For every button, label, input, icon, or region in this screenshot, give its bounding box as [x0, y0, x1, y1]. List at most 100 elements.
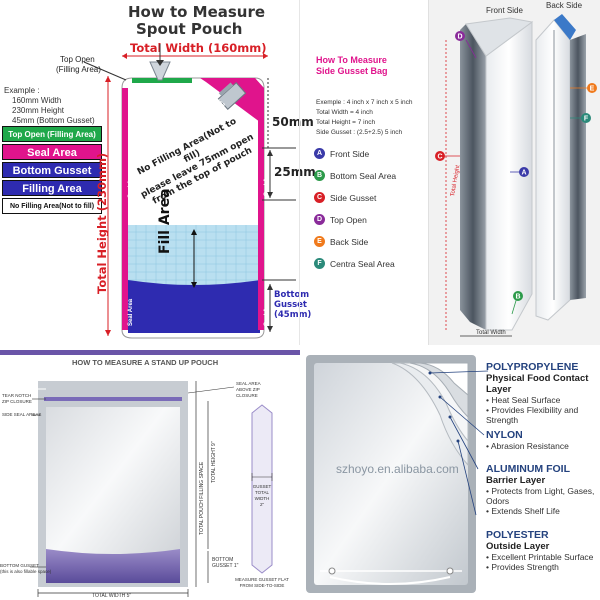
- seal-area-label: Seal Area: [264, 298, 270, 326]
- su-gusset-left-line: (this is also fillable space): [0, 569, 52, 574]
- svg-text:B: B: [515, 294, 520, 301]
- layer-bullet-text: Protects from Light, Gases, Odors: [486, 486, 595, 506]
- spout-title-line2: Spout Pouch: [136, 20, 243, 38]
- stand-up-panel: HOW TO MEASURE A STAND UP POUCH: [0, 345, 300, 600]
- seal-area-label: Seal Area: [264, 168, 270, 196]
- spout-example: Example : 160mm Width 230mm Height 45mm …: [4, 86, 95, 126]
- layer-title: POLYPROPYLENE: [486, 361, 579, 373]
- legend-seal-area: Seal Area: [2, 144, 102, 160]
- side-gusset-example: Exemple : 4 inch x 7 inch x 5 inch Total…: [316, 98, 412, 138]
- layer-title: ALUMINUM FOIL: [486, 463, 570, 475]
- sg-example-line: Total Height = 7 inch: [316, 119, 376, 126]
- svg-text:E: E: [590, 86, 595, 93]
- spout-total-width: Total Width (160mm): [130, 41, 267, 55]
- su-gusset-width-line: TOTAL: [254, 490, 270, 495]
- sg-legend-back-side: E Back Side: [314, 236, 368, 247]
- legend-filling-area: Filling Area: [2, 180, 102, 196]
- sg-example-line: Exemple : 4 inch x 7 inch x 5 inch: [316, 99, 413, 106]
- su-side-seal: SIDE SEAL AREAS: [2, 412, 42, 417]
- su-bottom-gusset-left: BOTTOM GUSSET (this is also fillable spa…: [0, 563, 51, 575]
- badge-b: B: [314, 170, 325, 181]
- legend-bottom-gusset: Bottom Gusset: [2, 162, 102, 178]
- su-seal-above-line: CLOSURE: [236, 393, 258, 398]
- su-gusset-flat-line: FROM SIDE-TO-SIDE: [239, 583, 285, 588]
- gusset-label-line: (45mm): [274, 310, 312, 320]
- sg-total-width: Total Width: [476, 330, 506, 336]
- badge-f: F: [314, 258, 325, 269]
- stand-up-title: HOW TO MEASURE A STAND UP POUCH: [72, 358, 219, 367]
- spout-example-line: Example :: [4, 86, 40, 95]
- svg-text:C: C: [437, 154, 442, 161]
- sg-legend-top-open: D Top Open: [314, 214, 367, 225]
- spout-pouch-drawing: [83, 44, 296, 339]
- sg-legend-text: Bottom Seal Area: [330, 170, 397, 181]
- layer-bullet: • Abrasion Resistance: [486, 441, 569, 451]
- su-gusset-width-line: WIDTH: [254, 496, 270, 501]
- spout-pouch-panel: How to Measure Spout Pouch Total Width (…: [0, 0, 316, 345]
- su-seal-area-above: SEAL AREA ABOVE ZIP CLOSURE: [236, 381, 261, 399]
- badge-d: D: [314, 214, 325, 225]
- su-seal-above-line: SEAL AREA: [236, 381, 261, 386]
- spout-example-line: 160mm Width: [12, 96, 62, 105]
- su-tear-line: ZIP CLOSURE: [2, 399, 32, 404]
- badge-e: E: [314, 236, 325, 247]
- svg-text:A: A: [521, 170, 526, 177]
- su-filling-space: TOTAL POUCH FILLING SPACE: [199, 461, 205, 535]
- stand-up-drawing: [30, 381, 273, 597]
- su-gusset-left-line: BOTTOM GUSSET: [0, 563, 39, 568]
- spout-top-open: Top Open: [60, 55, 95, 64]
- layer-polypropylene: POLYPROPYLENE Physical Food Contact Laye…: [486, 361, 600, 425]
- spout-bottom-gusset-label: Bottom Gusset (45mm): [274, 290, 311, 320]
- svg-text:F: F: [584, 116, 589, 123]
- sg-legend-central-seal: F Centra Seal Area: [314, 258, 395, 269]
- layer-bullet-text: Abrasion Resistance: [490, 441, 569, 451]
- layers-pouch-drawing: [306, 355, 489, 593]
- layer-aluminum-foil: ALUMINUM FOIL Barrier Layer • Protects f…: [486, 463, 600, 516]
- side-gusset-bag-drawing: D C A E F B: [435, 14, 597, 337]
- spout-fill-area: Fill Area: [157, 188, 173, 254]
- su-seal-above-line: ABOVE ZIP: [236, 387, 260, 392]
- seal-area-label: Seal Area: [128, 170, 134, 198]
- su-gusset-dim-line: BOTTOM: [212, 557, 234, 563]
- layer-nylon: NYLON • Abrasion Resistance: [486, 429, 569, 451]
- stand-up-top-rule: [0, 350, 300, 355]
- sg-legend-text: Back Side: [330, 236, 369, 247]
- su-bottom-gusset-dim: BOTTOM GUSSET 1": [212, 557, 238, 569]
- layer-bullet: • Provides Strength: [486, 562, 559, 572]
- spout-total-height: Total Height (230mm): [95, 152, 109, 294]
- layer-bullet-text: Provides Strength: [491, 562, 559, 572]
- layer-bullet-text: Extends Shelf Life: [491, 506, 560, 516]
- sg-legend-bottom-seal: B Bottom Seal Area: [314, 170, 396, 181]
- layer-sub: Physical Food Contact Layer: [486, 373, 589, 395]
- su-gusset-dim-line: GUSSET 1": [212, 563, 239, 569]
- sg-legend-text: Top Open: [330, 214, 367, 225]
- dim-50mm: 50mm: [272, 115, 314, 129]
- sg-example-line: Side Gusset : (2.5+2.5) 5 inch: [316, 129, 403, 136]
- svg-text:D: D: [457, 34, 462, 41]
- su-gusset-width-line: 2": [259, 502, 265, 507]
- side-gusset-title-line2: Side Gusset Bag: [316, 66, 388, 76]
- su-gusset-total-width: GUSSET TOTAL WIDTH 2": [252, 484, 272, 508]
- side-gusset-panel: How To Measure Side Gusset Bag Exemple :…: [300, 0, 600, 345]
- layer-bullet-text: Heat Seal Surface: [491, 395, 561, 405]
- gusset-label-line: Bottom: [274, 290, 310, 300]
- su-gusset-width-line: GUSSET: [252, 484, 272, 489]
- legend-no-filling: No Filling Area(Not to fill): [2, 198, 102, 214]
- su-total-width: TOTAL WIDTH 5": [92, 593, 132, 599]
- sg-back-side-label: Back Side: [546, 1, 583, 10]
- su-gusset-flat: MEASURE GUSSET FLAT FROM SIDE-TO-SIDE: [230, 577, 294, 589]
- layer-title: NYLON: [486, 429, 523, 441]
- layer-title: POLYESTER: [486, 529, 549, 541]
- su-gusset-flat-line: MEASURE GUSSET FLAT: [235, 577, 289, 582]
- divider-vertical: [299, 0, 300, 345]
- badge-a: A: [314, 148, 325, 159]
- sg-legend-text: Centra Seal Area: [330, 258, 395, 269]
- spout-example-line: 45mm (Bottom Gusset): [12, 116, 95, 125]
- spout-example-line: 230mm Height: [12, 106, 65, 115]
- sg-legend-front-side: A Front Side: [314, 148, 369, 159]
- layer-bullet: • Extends Shelf Life: [486, 506, 560, 516]
- layers-watermark: szhoyo.en.alibaba.com: [336, 462, 459, 476]
- layer-sub: Barrier Layer: [486, 475, 546, 486]
- sg-legend-text: Side Gusset: [330, 192, 377, 203]
- spout-title-line1: How to Measure: [128, 3, 266, 21]
